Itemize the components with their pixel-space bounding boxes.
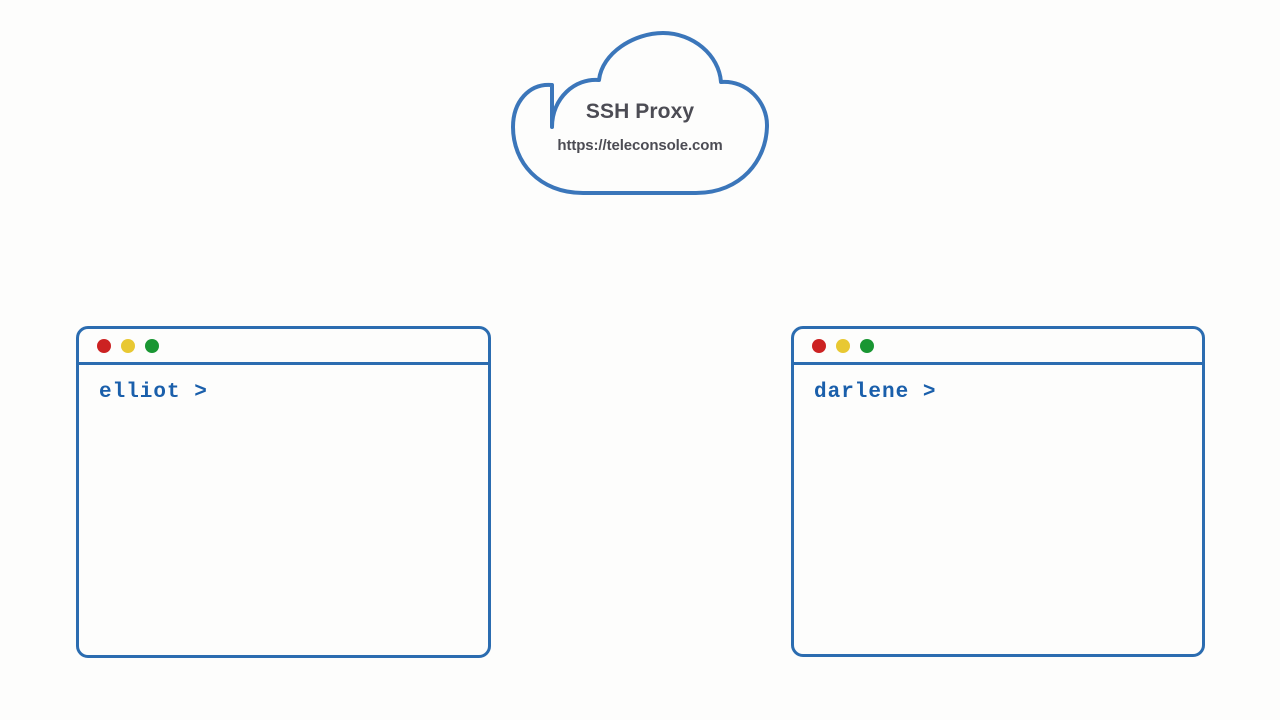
minimize-button[interactable] <box>121 338 135 353</box>
ssh-proxy-cloud: SSH Proxy https://teleconsole.com <box>495 22 785 202</box>
cloud-shape-icon <box>511 31 769 195</box>
maximize-button[interactable] <box>860 338 874 353</box>
close-button[interactable] <box>97 338 111 353</box>
shell-prompt: darlene > <box>814 381 937 404</box>
minimize-button[interactable] <box>836 338 850 353</box>
terminal-body[interactable]: darlene > <box>794 365 1202 405</box>
shell-prompt: elliot > <box>99 381 208 404</box>
close-button[interactable] <box>812 338 826 353</box>
titlebar <box>794 329 1202 365</box>
titlebar <box>79 329 488 365</box>
terminal-window-darlene[interactable]: darlene > <box>791 326 1205 657</box>
maximize-button[interactable] <box>145 338 159 353</box>
terminal-window-elliot[interactable]: elliot > <box>76 326 491 658</box>
terminal-body[interactable]: elliot > <box>79 365 488 405</box>
